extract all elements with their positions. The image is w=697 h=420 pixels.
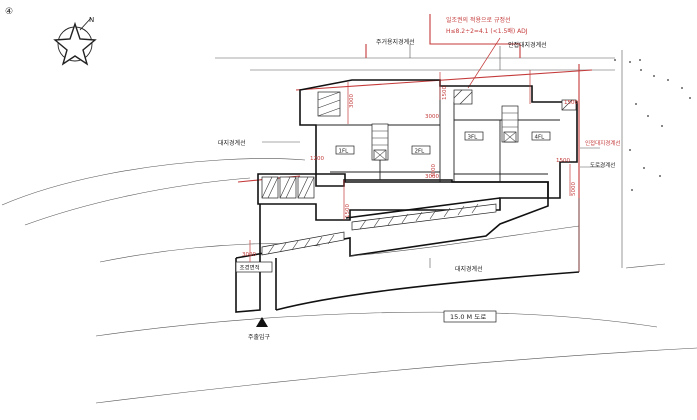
parking-hatch-top-right [453,89,473,105]
dim-lower1: 3000 [425,174,439,180]
dim-left-h: 1200 [310,156,324,162]
dim-left-v: 3000 [349,94,355,108]
north-arrow-icon: N [53,16,97,66]
entrance-marker: 주출입구 [248,317,271,341]
parking-hatch-ramp-lower [261,231,345,256]
top-zone-line [365,14,521,58]
unit-label-1: 1FL [335,145,355,155]
sheet-number: ④ [5,7,13,17]
landscape-area: 조경면적 [235,261,273,273]
parking-hatch-ramp-upper [351,203,497,231]
unit-1-text: 1FL [339,149,350,155]
dim-right-v: 1500 [564,100,578,106]
road-edge-lower [95,347,697,404]
right-road-label: 도로경계선 [590,161,615,169]
dim-left-bottom: 3000 [242,252,256,258]
top-note: 일조권의 적용으로 규정선 [446,16,511,24]
unit-label-4: 4FL [531,131,551,141]
parking-hatch-right-edge [561,99,577,111]
road-width-box: 15.0 M 도로 [443,310,497,323]
dim-mid-v: 1500 [442,86,448,100]
unit-label-3: 3FL [464,131,484,141]
neighbor-line-label: 인접대지경계선 [508,41,547,49]
right-road-edge [625,263,666,269]
site-boundary-lower [235,204,580,313]
unit-2-text: 2FL [415,149,426,155]
stair-core-left [371,123,389,161]
terrain-line-2 [24,177,251,226]
lower-slope-line [349,225,580,257]
lower-parking-outline [257,173,549,221]
top-formula: H≤8.2÷2=4.1 (<1.5배) ADJ [446,27,528,35]
bottom-boundary-label: 대지경계선 [455,265,483,273]
road-edge-upper [95,311,658,337]
dim-lower4: 5000 [571,182,577,196]
right-boundary-label: 인접대지경계선 [585,139,620,147]
unit-label-2: 2FL [411,145,431,155]
site-boundary-left-label: 대지경계선 [218,139,246,147]
landscape-label: 조경면적 [240,264,260,272]
formula-leader [467,37,501,89]
entrance-triangle-icon [256,317,268,327]
dim-right: 1500 [556,158,570,164]
parking-hatch-left-block [261,176,315,199]
survey-dots [614,59,691,191]
entrance-label: 주출입구 [248,333,271,341]
dim-lower3: 3000 [431,164,437,178]
park-top-label: 주거용지경계선 [376,38,415,46]
site-boundary-top [295,69,593,91]
building-outline [299,79,578,199]
dim-center: 3000 [425,114,439,120]
stair-core-right [501,105,519,143]
driveway-band [235,197,549,259]
terrain-line-1 [1,158,306,206]
north-label: N [89,16,94,24]
dim-lower2: 1500 [345,204,351,218]
unit-3-text: 3FL [468,135,479,141]
parking-hatch-top-left [317,91,341,117]
unit-4-text: 4FL [535,135,546,141]
road-width-label: 15.0 M 도로 [450,313,486,321]
